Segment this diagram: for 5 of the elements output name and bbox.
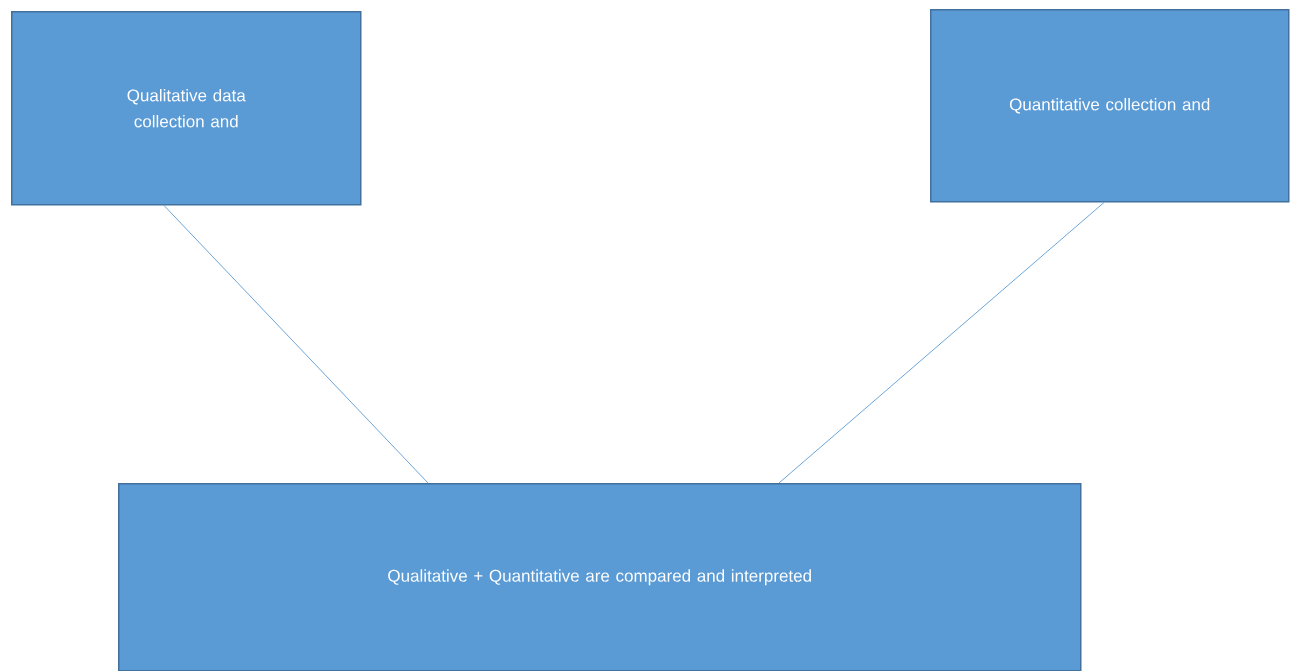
process-box: Quantitative collection and: [930, 9, 1290, 203]
process-box: Qualitative + Quantitative are compared and interpreted: [118, 483, 1082, 671]
process-box: Qualitative data collection and: [11, 11, 362, 206]
connector-line: [778, 202, 1105, 484]
connector-line: [163, 205, 429, 484]
